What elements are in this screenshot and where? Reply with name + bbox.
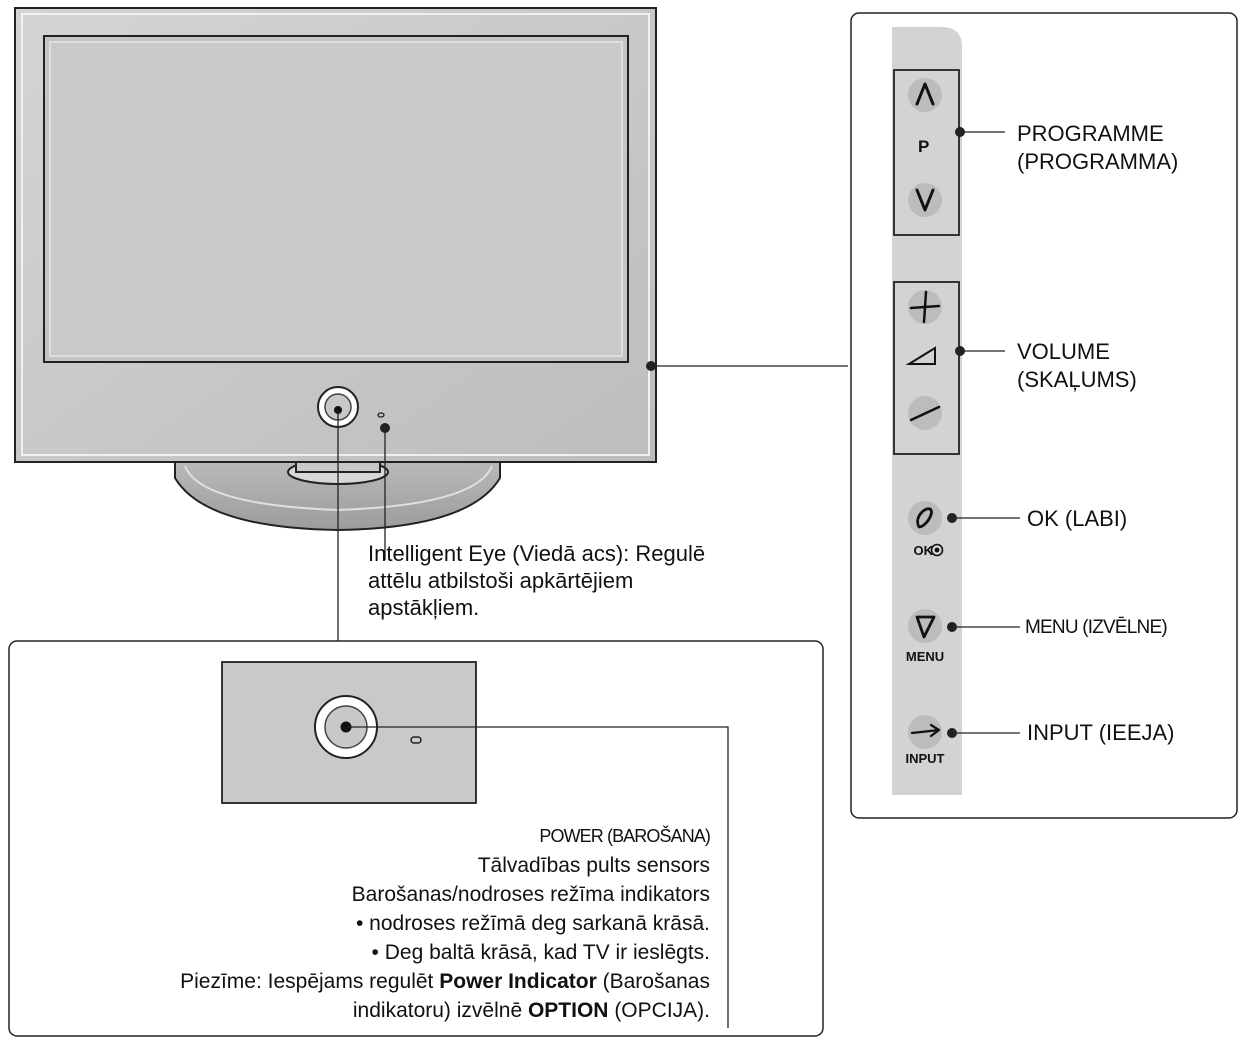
input-button-caption: INPUT	[905, 751, 945, 766]
ok-target-icon	[930, 543, 944, 557]
side-panel-label-lines	[947, 127, 1020, 738]
power-note-suffix: (OPCIJA).	[608, 999, 710, 1022]
volume-up-button	[908, 290, 942, 324]
ok-button-caption: OK	[913, 543, 934, 558]
minus-icon	[909, 405, 941, 422]
intelligent-eye-line2: attēlu atbilstoši apkārtējiem	[368, 568, 634, 593]
connector-lines	[337, 365, 848, 642]
programme-down-button	[908, 183, 942, 217]
volume-label-line1: VOLUME	[1017, 339, 1110, 364]
intelligent-eye-line1: Intelligent Eye (Viedā acs): Regulē	[368, 541, 706, 566]
power-note-prefix: Piezīme: Iespējams regulēt	[180, 970, 440, 993]
volume-label: VOLUME (SKAĻUMS)	[1017, 338, 1137, 394]
power-note-bold2: OPTION	[527, 999, 609, 1022]
volume-triangle-icon	[905, 346, 936, 365]
input-arrow-icon	[910, 723, 941, 738]
side-panel-connector-dot	[646, 361, 656, 371]
power-line3: • nodroses režīmā deg sarkanā krāsā.	[355, 912, 710, 935]
tv-body	[14, 7, 657, 463]
programme-label-line1: PROGRAMME	[1017, 121, 1164, 146]
chevron-up-icon	[915, 82, 935, 106]
ok-icon	[916, 507, 933, 529]
power-detail-connector-line	[348, 726, 729, 1028]
power-note-line1: Piezīme: Iespējams regulēt Power Indicat…	[40, 967, 710, 996]
intelligent-eye-note: Intelligent Eye (Viedā acs): Regulē attē…	[368, 540, 788, 621]
chevron-down-icon	[915, 188, 935, 212]
input-button	[908, 715, 942, 749]
power-detail-callout-box	[8, 640, 824, 1037]
power-notes: POWER (BAROŠANA) Tālvadības pults sensor…	[40, 822, 711, 1025]
menu-button	[908, 609, 942, 643]
programme-label: PROGRAMME (PROGRAMMA)	[1017, 120, 1178, 176]
power-note-mid1: (Barošanas	[596, 970, 710, 993]
power-title: POWER (BAROŠANA)	[539, 826, 711, 846]
tv-power-button	[317, 386, 359, 428]
intelligent-eye-line3: apstākļiem.	[368, 595, 480, 620]
power-line2: Barošanas/nodroses režīma indikators	[351, 883, 710, 906]
menu-button-caption: MENU	[905, 649, 945, 664]
power-note-line2: indikatoru) izvēlnē OPTION (OPCIJA).	[40, 996, 710, 1025]
menu-label: MENU (IZVĒLNE)	[1025, 617, 1168, 638]
ok-label: OK (LABI)	[1027, 506, 1128, 531]
power-detail-indicator	[410, 736, 422, 744]
plus-icon	[909, 290, 941, 324]
programme-label-line2: (PROGRAMMA)	[1017, 149, 1179, 174]
menu-icon	[915, 615, 936, 639]
power-note-line2-prefix: indikatoru) izvēlnē	[352, 999, 528, 1022]
power-line1: Tālvadības pults sensors	[477, 854, 710, 877]
programme-up-button	[908, 78, 942, 112]
volume-down-button	[908, 396, 942, 430]
power-note-bold1: Power Indicator	[439, 970, 597, 993]
input-label: INPUT (IEEJA)	[1027, 720, 1175, 745]
power-line4: • Deg baltā krāsā, kad TV ir ieslēgts.	[371, 941, 710, 964]
volume-label-line2: (SKAĻUMS)	[1017, 367, 1137, 392]
ok-button	[908, 501, 942, 535]
programme-letter: P	[918, 137, 930, 156]
